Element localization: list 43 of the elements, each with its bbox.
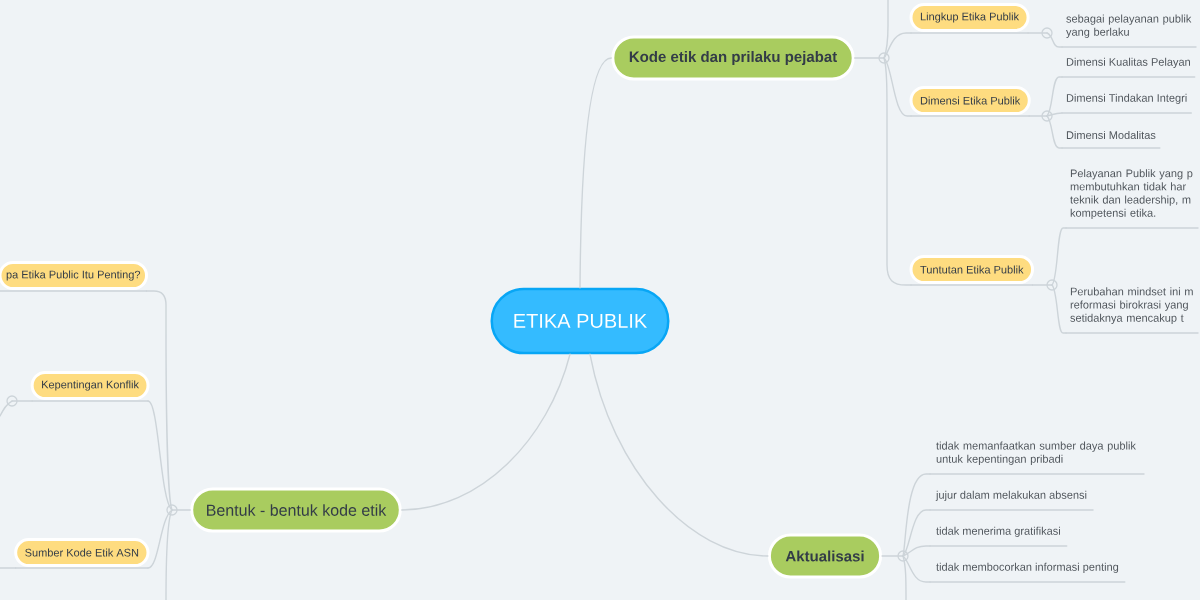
branch-line — [0, 400, 13, 417]
branch-line — [902, 545, 931, 557]
subtopic-box: Kepentingan Konflik — [30, 371, 150, 402]
leaf-text: tidak membocorkan informasi penting — [929, 562, 1126, 583]
topic-box: Bentuk - bentuk kode etik — [190, 487, 402, 533]
subtopic-box: Dimensi Etika Publik — [909, 86, 1031, 117]
branch-line — [1046, 112, 1063, 117]
branch-line — [165, 509, 173, 600]
leaf-text: jujur dalam melakukan absensi — [929, 490, 1094, 511]
topic-box: Kode etik dan prilaku pejabat — [611, 35, 855, 81]
branch-line — [147, 400, 173, 511]
leaf-text: tidak memanfaatkan sumber daya publik untuk kepentingan pribadi — [929, 441, 1145, 475]
branch-line — [902, 509, 931, 557]
branch-line — [883, 0, 889, 59]
subtopic-box: pa Etika Public Itu Penting? — [0, 261, 149, 292]
topic-box: Aktualisasi — [767, 533, 883, 579]
subtopic-box: Tuntutan Etika Publik — [909, 255, 1035, 286]
branch-line — [1046, 76, 1063, 117]
leaf-text: Dimensi Modalitas — [1061, 130, 1161, 149]
branch-line — [1051, 227, 1067, 286]
subtopic-box: Lingkup Etika Publik — [909, 3, 1030, 34]
branch-line — [401, 353, 571, 511]
branch-line — [1046, 115, 1063, 149]
leaf-text: Dimensi Tindakan Integri — [1061, 93, 1192, 114]
branch-line — [145, 290, 173, 511]
branch-line — [883, 57, 912, 117]
leaf-text: Pelayanan Publik yang p membutuhkan tidak har teknik dan leadership, m kompetensi etika. — [1065, 169, 1199, 229]
leaf-text: sebagai pelayanan publik yang berlaku — [1061, 14, 1197, 48]
branch-line — [579, 57, 613, 289]
branch-line — [902, 555, 931, 583]
leaf-text: tidak menerima gratifikasi — [929, 526, 1068, 547]
branch-line — [1051, 284, 1067, 334]
leaf-text: Dimensi Kualitas Pelayan — [1061, 57, 1196, 78]
branch-line — [1046, 32, 1063, 48]
branch-line — [147, 509, 173, 569]
subtopic-box: Sumber Kode Etik ASN — [14, 538, 150, 569]
branch-line — [902, 555, 907, 600]
branch-line — [883, 57, 912, 286]
branch-line — [883, 32, 912, 59]
central-topic-box: ETIKA PUBLIK — [490, 287, 670, 355]
branch-line — [589, 353, 769, 557]
branch-line — [902, 473, 931, 557]
leaf-text: Perubahan mindset ini m reformasi birokrasi yang setidaknya mencakup t — [1065, 287, 1199, 334]
